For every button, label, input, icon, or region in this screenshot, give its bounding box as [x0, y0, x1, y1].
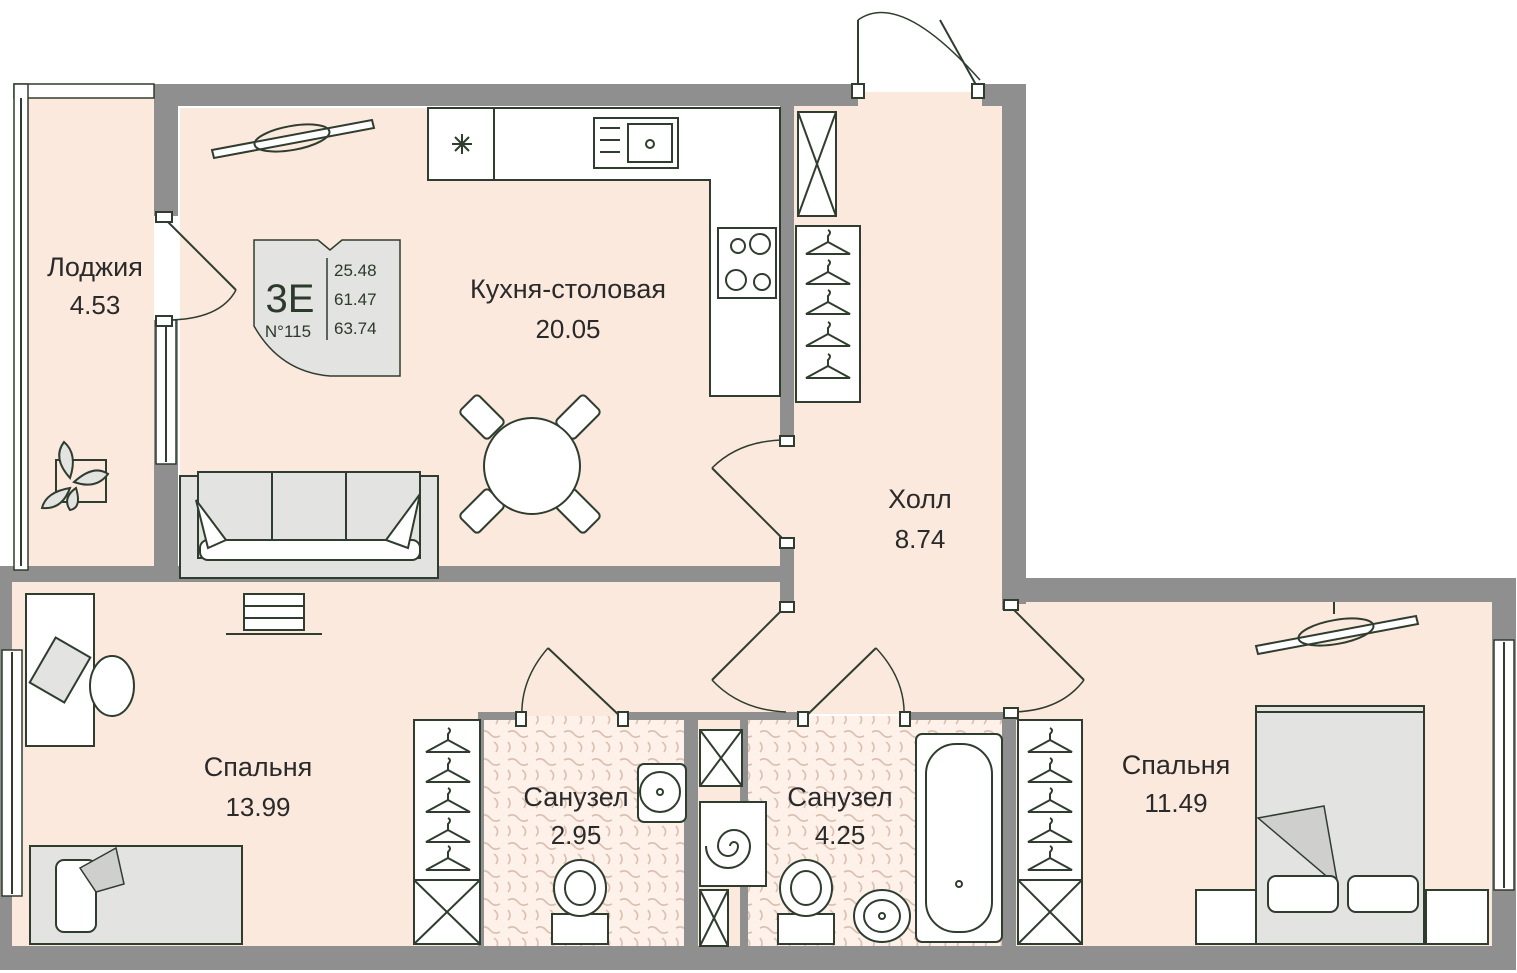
- room-name-bedroom-left: Спальня: [204, 752, 313, 782]
- wall-kitchen-left-top: [154, 84, 178, 216]
- windows: [1, 319, 1515, 897]
- bath-large-door[interactable]: [797, 647, 911, 727]
- room-area-loggia: 4.53: [70, 290, 121, 320]
- bedroom-left-door[interactable]: [711, 601, 795, 713]
- wall-bath-large-right: [1002, 712, 1016, 948]
- lamp-icon: [210, 118, 376, 160]
- bedroom-left-ext-floor: [420, 580, 780, 716]
- room-labels: Лоджия 4.53 Кухня-столовая 20.05 Холл 8.…: [47, 252, 1230, 850]
- dining-table: [459, 394, 601, 534]
- apartment-badge: 3E N°115 25.48 61.47 63.74: [253, 239, 401, 377]
- room-name-bath-large: Санузел: [787, 782, 892, 812]
- wardrobe-bedroom-left: [413, 719, 481, 945]
- room-name-loggia: Лоджия: [47, 252, 143, 282]
- apartment-number: N°115: [265, 322, 311, 341]
- wall-bottom: [0, 946, 1516, 970]
- radiator: [226, 593, 322, 635]
- wall-bath-top-3: [904, 712, 1018, 720]
- hall-lower-floor: [780, 578, 1016, 714]
- wall-hall-right: [1002, 84, 1026, 604]
- shafts: [699, 729, 743, 947]
- bed-left: [29, 845, 243, 945]
- loggia-edge: [13, 83, 155, 571]
- bath-large-fixtures: [777, 733, 1003, 945]
- room-area-bedroom-left: 13.99: [225, 792, 290, 822]
- wall-bath-top-1: [478, 712, 522, 720]
- ventilation-shaft: [797, 111, 837, 217]
- wardrobe-bedroom-right: [1017, 719, 1083, 945]
- wall-top-kitchen: [154, 84, 858, 106]
- loggia-floor: [28, 98, 154, 570]
- kitchen-counter: [427, 107, 781, 397]
- entrance-door[interactable]: [851, 11, 985, 99]
- room-area-bath-small: 2.95: [551, 820, 602, 850]
- room-name-bedroom-right: Спальня: [1122, 750, 1231, 780]
- wall-bath-divider: [684, 712, 698, 948]
- sink-icon: [593, 117, 679, 169]
- room-area-bath-large: 4.25: [815, 820, 866, 850]
- fridge-icon: [452, 134, 472, 154]
- room-name-bath-small: Санузел: [523, 782, 628, 812]
- apartment-total-area: 61.47: [334, 290, 377, 309]
- bath-small-fixtures: [551, 763, 687, 945]
- bedroom-right-door[interactable]: [1003, 599, 1085, 719]
- apartment-total-area-with-loggia: 63.74: [334, 319, 377, 338]
- room-area-hall: 8.74: [895, 524, 946, 554]
- lamp-icon: [1254, 602, 1420, 656]
- loggia-door[interactable]: [155, 211, 237, 327]
- kitchen-door[interactable]: [711, 435, 795, 549]
- room-area-bedroom-right: 11.49: [1144, 788, 1207, 818]
- wall-bath-top-2: [622, 712, 804, 720]
- doors: [155, 11, 1085, 727]
- washing-machine: [699, 801, 767, 887]
- desk: [25, 593, 135, 747]
- wardrobe-hall: [795, 225, 861, 403]
- sofa: [179, 471, 439, 579]
- plant-icon: [40, 440, 110, 512]
- wall-kitchen-hall-2: [780, 542, 794, 608]
- apartment-type: 3E: [266, 277, 315, 321]
- room-area-kitchen: 20.05: [535, 314, 600, 344]
- wall-kitchen-hall-1: [780, 106, 794, 442]
- wall-right-wing-top: [1002, 578, 1516, 602]
- stove-icon: [717, 227, 777, 299]
- bath-small-door[interactable]: [515, 647, 629, 727]
- room-name-hall: Холл: [888, 484, 952, 514]
- loggia-top-rail: [13, 83, 155, 99]
- bed-right: [1195, 705, 1489, 945]
- room-name-kitchen: Кухня-столовая: [470, 274, 666, 304]
- apartment-living-area: 25.48: [334, 261, 377, 280]
